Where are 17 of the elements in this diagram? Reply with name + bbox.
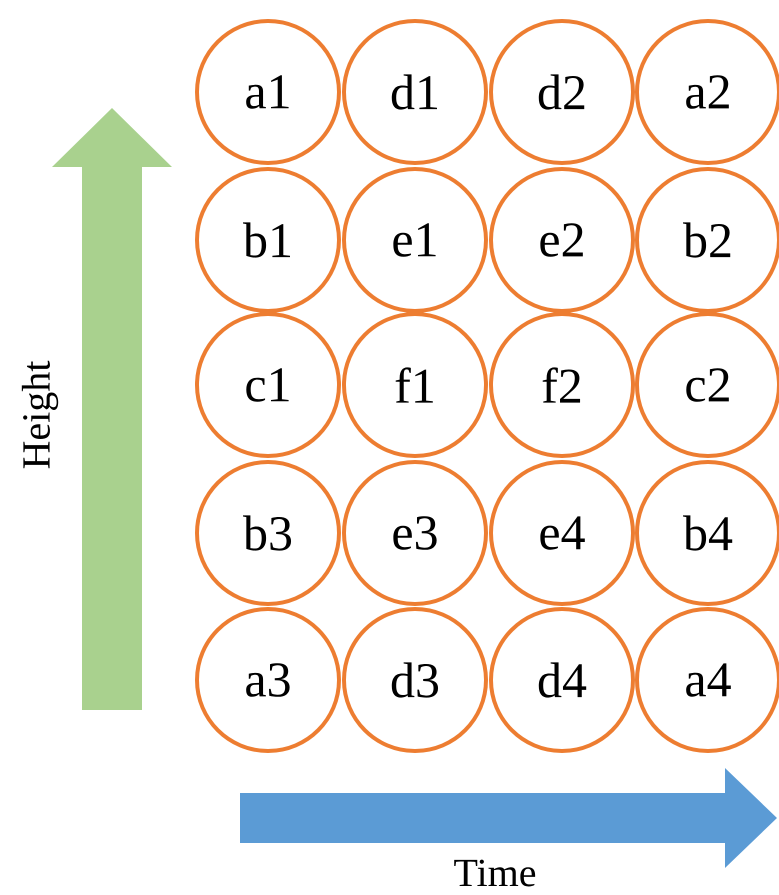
circle-node: e2 [489,167,635,313]
circle-node: b3 [195,460,341,606]
axis-label: Time [454,860,536,886]
circle-node: d1 [342,19,488,165]
circle-node: a3 [195,607,341,753]
circle-node: d4 [489,607,635,753]
circle-node: a1 [195,19,341,165]
axis-label: Height [22,360,58,468]
circle-node: c1 [195,312,341,458]
circle-node: f2 [489,312,635,458]
circle-node: f1 [342,312,488,458]
circle-node: e4 [489,460,635,606]
circle-node: d3 [342,607,488,753]
circle-node: d2 [489,19,635,165]
circle-node: e1 [342,167,488,313]
circle-node: b1 [195,167,341,313]
circle-node: e3 [342,460,488,606]
